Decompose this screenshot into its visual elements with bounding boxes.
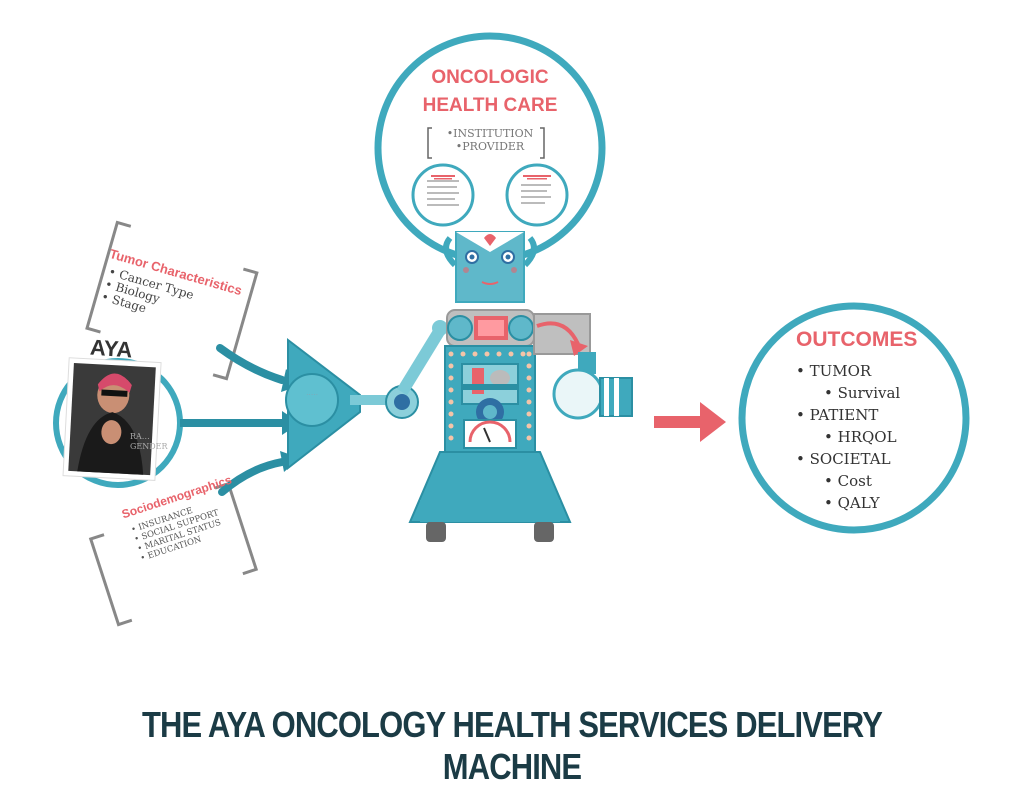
oncologic-title-line2: HEALTH CARE	[422, 95, 558, 116]
oncologic-items: •INSTITUTION •PROVIDER	[410, 127, 570, 153]
outcome-item: PATIENT	[796, 404, 900, 426]
funnel-dial	[285, 373, 339, 427]
cancer-directed-therapy-bubble	[411, 163, 475, 227]
neck-pipe-right	[522, 236, 537, 268]
aya-item: GENDER	[130, 442, 168, 451]
robot-heart-icon	[484, 234, 496, 246]
outcome-item: QALY	[824, 492, 900, 514]
svg-text:· · · · ·: · · · · ·	[306, 392, 317, 397]
neck-pipe-left	[443, 236, 458, 268]
aya-label: AYA	[89, 334, 134, 363]
outcomes-title: OUTCOMES	[796, 328, 918, 351]
wheel-left	[426, 522, 446, 542]
torso-rivets	[448, 351, 532, 441]
diagram-caption: THE AYA ONCOLOGY HEALTH SERVICES DELIVER…	[141, 704, 883, 787]
left-arm-upper	[396, 326, 446, 396]
wheel-right	[534, 522, 554, 542]
outcome-item: SOCIETAL	[796, 448, 900, 470]
arrow-tumor	[216, 344, 286, 384]
outcome-item: HRQOL	[824, 426, 900, 448]
patient-directed-supportive-care-bubble	[505, 163, 569, 227]
right-arm-dial	[552, 368, 604, 420]
robot-head	[455, 231, 525, 303]
outcome-item: TUMOR	[796, 360, 900, 382]
outcomes-list: TUMOR Survival PATIENT HRQOL SOCIETAL Co…	[796, 360, 901, 514]
oncologic-title-line1: ONCOLOGIC	[431, 67, 549, 88]
outcome-item: Cost	[824, 470, 900, 492]
output-arrow-head	[700, 402, 726, 442]
tumor-characteristics-bracket	[85, 220, 259, 381]
aya-items: RA… GENDER	[130, 432, 168, 452]
arrow-socio	[218, 458, 286, 496]
oncologic-item: •INSTITUTION	[446, 127, 534, 140]
outcome-item: Survival	[824, 382, 901, 404]
aya-item: RA…	[130, 432, 150, 441]
oncologic-health-care-title: ONCOLOGIC HEALTH CARE	[380, 64, 600, 120]
aya-photo	[62, 357, 162, 481]
oncologic-item: •PROVIDER	[455, 140, 525, 153]
left-arm-lower	[350, 395, 400, 405]
output-arrow-shaft	[654, 416, 704, 428]
